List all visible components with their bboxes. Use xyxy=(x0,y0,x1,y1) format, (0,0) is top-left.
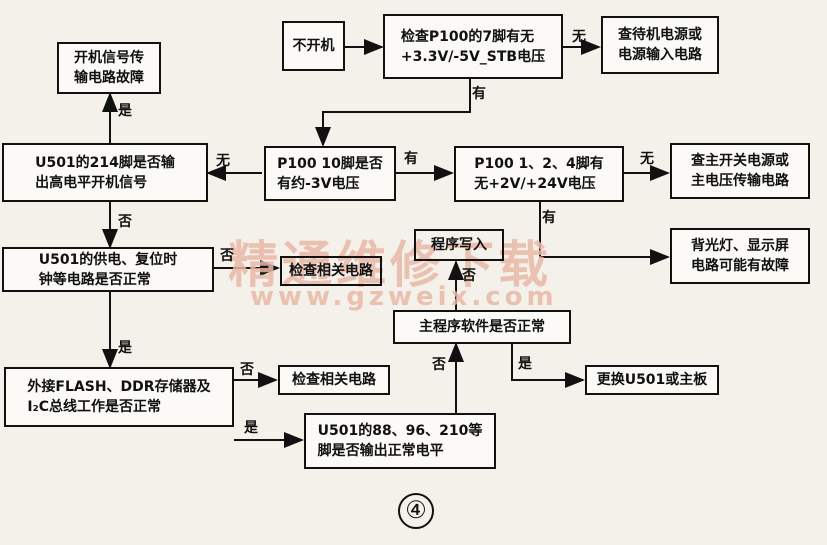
node-u501-pins-text: U501的88、96、210等 脚是否输出正常电平 xyxy=(317,423,483,459)
node-power-signal-fault-text: 开机信号传 输电路故障 xyxy=(74,50,144,86)
node-backlight-fault-text: 背光灯、显示屏 电路可能有故障 xyxy=(691,238,789,274)
edge-label-yes-4: 是 xyxy=(244,420,258,436)
edge-label-no-1: 无 xyxy=(572,29,586,45)
node-check-related-2: 检查相关电路 xyxy=(278,365,390,395)
node-u501-pin214: U501的214脚是否输 出高电平开机信号 xyxy=(2,143,208,202)
node-external-flash-text: 外接FLASH、DDR存储器及 I₂C总线工作是否正常 xyxy=(27,379,211,415)
node-replace-u501: 更换U501或主板 xyxy=(585,365,719,395)
node-check-p100-pin7-text: 检查P100的7脚有无 +3.3V/-5V_STB电压 xyxy=(400,28,546,65)
arrow-mainProgram-to-replace xyxy=(511,344,585,388)
edge-label-has-1: 有 xyxy=(472,86,486,102)
edge-label-no-2: 无 xyxy=(216,153,230,169)
edge-label-no-3: 无 xyxy=(640,151,654,167)
edge-label-no-7: 否 xyxy=(240,362,254,378)
node-u501-supply: U501的供电、复位时 钟等电路是否正常 xyxy=(2,247,214,292)
edge-label-no-6: 否 xyxy=(462,268,476,284)
edge-label-yes-1: 是 xyxy=(118,103,132,119)
edge-label-yes-3: 是 xyxy=(518,356,532,372)
node-no-power: 不开机 xyxy=(282,21,345,71)
edge-label-no-5: 否 xyxy=(220,248,234,264)
edge-label-yes-2: 是 xyxy=(118,340,132,356)
node-no-power-text: 不开机 xyxy=(292,38,335,54)
node-u501-pins: U501的88、96、210等 脚是否输出正常电平 xyxy=(304,413,496,469)
node-check-main-switch-text: 查主开关电源或 主电压传输电路 xyxy=(691,153,789,189)
node-check-related-1-text: 检查相关电路 xyxy=(289,263,373,279)
figure-number: ④ xyxy=(398,493,434,529)
node-p100-pins124: P100 1、2、4脚有 无+2V/+24V电压 xyxy=(454,146,624,202)
node-external-flash: 外接FLASH、DDR存储器及 I₂C总线工作是否正常 xyxy=(4,367,234,427)
node-write-program-text: 程序写入 xyxy=(431,237,487,253)
node-check-related-1: 检查相关电路 xyxy=(280,256,382,286)
arrow-p100pin7-to-pin10 xyxy=(315,79,471,147)
node-main-program: 主程序软件是否正常 xyxy=(393,310,571,344)
node-backlight-fault: 背光灯、显示屏 电路可能有故障 xyxy=(670,228,810,284)
node-check-main-switch: 查主开关电源或 主电压传输电路 xyxy=(670,143,810,199)
node-replace-u501-text: 更换U501或主板 xyxy=(596,372,708,388)
node-p100-pin10-text: P100 10脚是否 有约-3V电压 xyxy=(277,155,383,192)
edge-label-no-8: 否 xyxy=(432,357,446,373)
node-check-standby-text: 查待机电源或 电源输入电路 xyxy=(618,27,702,63)
node-power-signal-fault: 开机信号传 输电路故障 xyxy=(57,42,161,94)
arrow-pins124-to-backlight xyxy=(539,202,670,265)
edge-label-has-3: 有 xyxy=(542,210,556,226)
node-p100-pin10: P100 10脚是否 有约-3V电压 xyxy=(264,146,396,201)
edge-label-no-4: 否 xyxy=(118,214,132,230)
node-check-standby: 查待机电源或 电源输入电路 xyxy=(601,16,719,74)
node-check-p100-pin7: 检查P100的7脚有无 +3.3V/-5V_STB电压 xyxy=(383,14,563,79)
node-p100-pins124-text: P100 1、2、4脚有 无+2V/+24V电压 xyxy=(474,156,604,192)
node-write-program: 程序写入 xyxy=(414,229,504,261)
watermark-url: www.gzweix.com xyxy=(250,282,558,312)
node-main-program-text: 主程序软件是否正常 xyxy=(419,319,545,335)
node-u501-pin214-text: U501的214脚是否输 出高电平开机信号 xyxy=(35,154,175,191)
node-check-related-2-text: 检查相关电路 xyxy=(292,372,376,388)
edge-label-has-2: 有 xyxy=(404,151,418,167)
node-u501-supply-text: U501的供电、复位时 钟等电路是否正常 xyxy=(38,251,178,288)
